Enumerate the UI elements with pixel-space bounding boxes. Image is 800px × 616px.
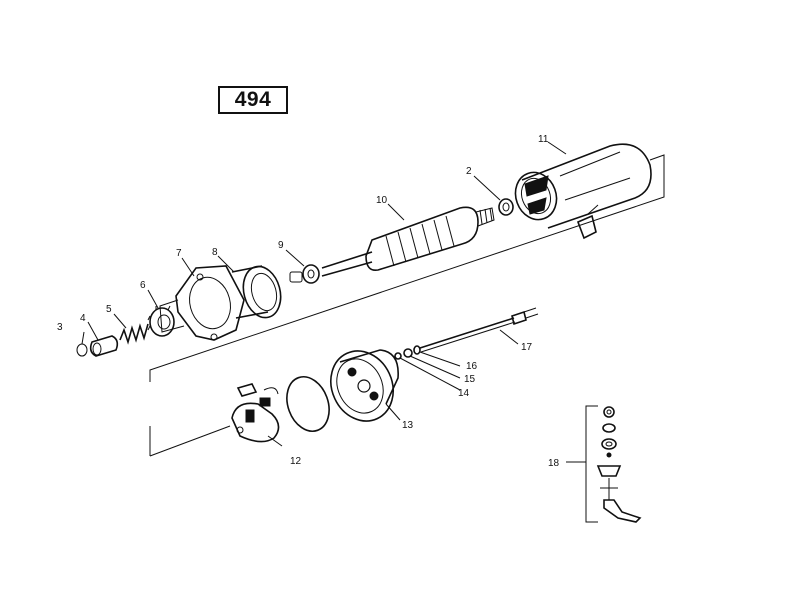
callout-label: 2: [466, 166, 472, 177]
callout-label: 10: [376, 195, 388, 206]
retainer-ring-3: [76, 343, 88, 357]
callout-label: 12: [290, 456, 302, 467]
callout-label: 5: [106, 304, 112, 315]
callout-label: 11: [538, 134, 549, 145]
callout-label: 3: [57, 322, 63, 333]
page-number-box: 494: [218, 86, 288, 114]
snap-ring: [286, 376, 330, 432]
callout-label: 17: [521, 342, 533, 353]
collar-4: [89, 335, 119, 357]
end-cover: [330, 349, 399, 422]
callout-label: 9: [278, 240, 284, 251]
callout-label: 18: [548, 458, 560, 469]
callout-label: 6: [140, 280, 146, 291]
callout-label: 15: [464, 374, 476, 385]
page-number: 494: [234, 88, 272, 111]
callout-label: 4: [80, 313, 86, 324]
terminal-hardware-stack: [566, 405, 642, 523]
pinion-gear: [147, 305, 175, 337]
callout-label: 14: [458, 388, 470, 399]
washer-9: [289, 264, 320, 284]
assembly-frame: [149, 154, 665, 457]
through-bolt: [419, 307, 539, 353]
ring-8: [231, 265, 282, 319]
spring-5: [119, 323, 149, 345]
callout-label: 13: [402, 420, 414, 431]
armature: [321, 206, 495, 277]
starter-housing: [514, 143, 652, 240]
small-washers: [394, 345, 421, 360]
brush-plate: [231, 383, 280, 443]
callout-label: 8: [212, 247, 218, 258]
washer-2: [498, 198, 514, 216]
callout-label: 7: [176, 248, 182, 259]
leader-lines: [81, 141, 567, 447]
callout-labels: 2 3 4 5 6 7 8 9 10 11 12 13 14 15 16 17 …: [57, 134, 560, 469]
callout-label: 16: [466, 361, 478, 372]
